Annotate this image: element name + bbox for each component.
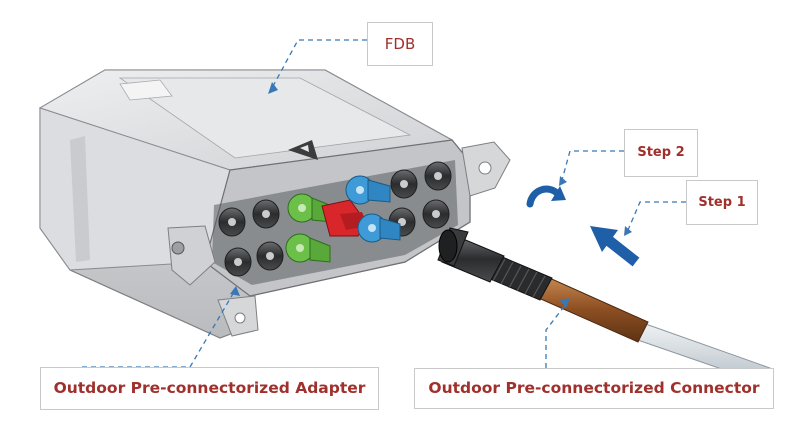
fdb-leader-line (271, 39, 367, 89)
step1-leader-line (627, 201, 686, 231)
fdb-label: FDB (367, 22, 433, 66)
blue-adapter-top (345, 175, 391, 205)
pre-connectorized-connector (437, 227, 771, 385)
connector-label: Outdoor Pre-connectorized Connector (414, 368, 774, 409)
step2-leader-line (561, 150, 624, 181)
adapter-label: Outdoor Pre-connectorized Adapter (40, 367, 379, 410)
blue-adapter-bottom (357, 213, 401, 243)
step-2-label: Step 2 (624, 129, 698, 177)
push-arrow-icon (590, 226, 640, 267)
leader-arrowheads (230, 82, 632, 308)
green-adapter-bottom (285, 233, 331, 263)
warning-triangle-icon (288, 140, 318, 160)
step-1-label: Step 1 (686, 180, 758, 225)
red-adapter (321, 199, 368, 237)
rotate-arrow-icon (526, 185, 566, 208)
adapter-port-array (218, 161, 452, 277)
connector-leader-line (545, 303, 567, 368)
